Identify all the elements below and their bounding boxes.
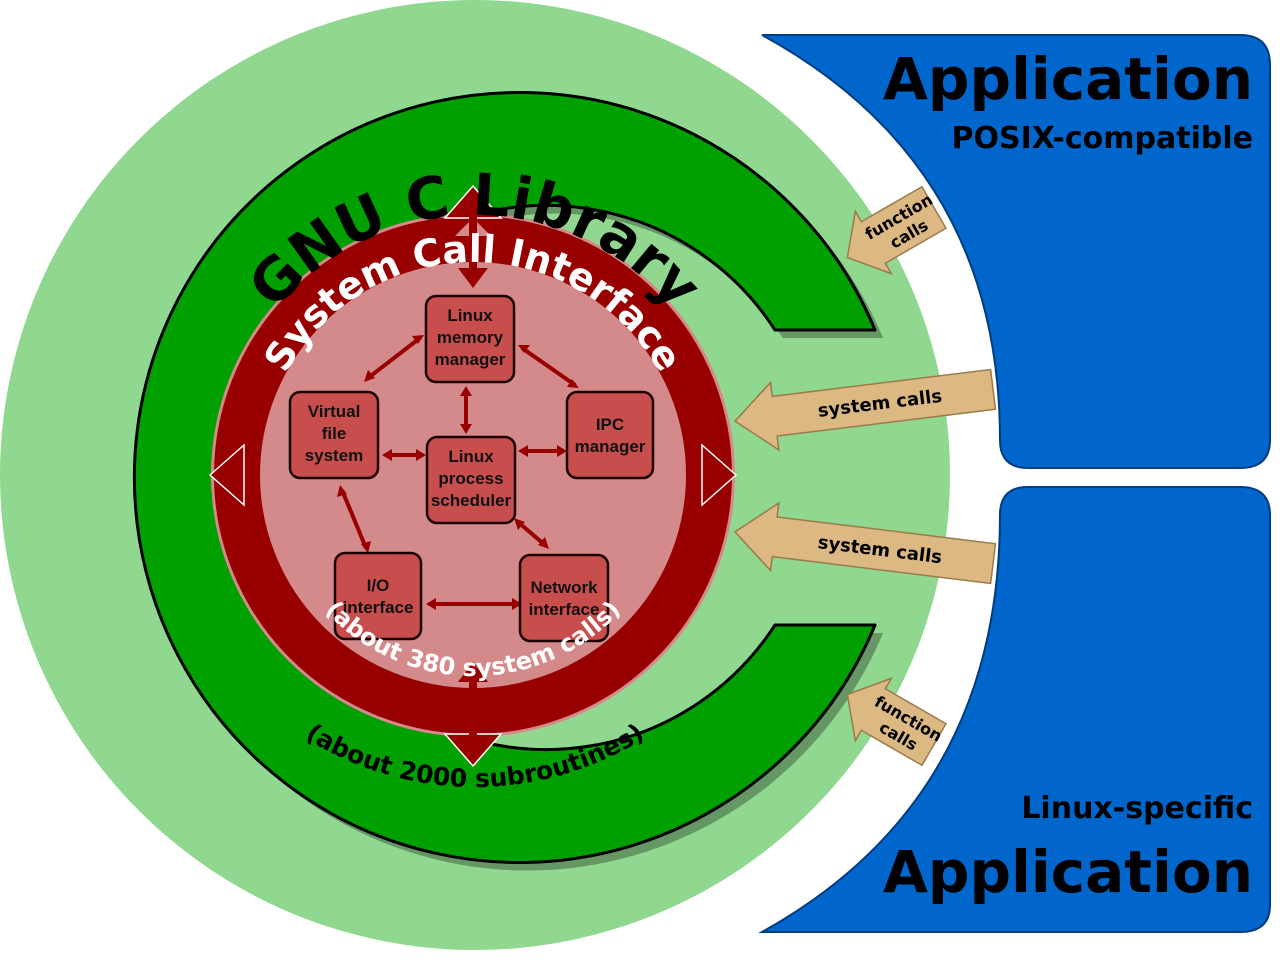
io-line-2: interface	[343, 598, 414, 617]
network-interface-box	[518, 553, 610, 643]
posix-application-title: Application	[883, 45, 1253, 113]
network-line-2: interface	[529, 600, 600, 619]
sci-inner-arrowheads	[458, 268, 488, 682]
system-calls-arrow-bottom: system calls	[733, 501, 997, 585]
io-line-1: I/O	[367, 576, 390, 595]
function-calls-arrow-bottom: function calls	[846, 676, 947, 767]
vfs-line-3: system	[305, 446, 364, 465]
linux-application-title: Application	[883, 838, 1253, 906]
scheduler-line-1: Linux	[448, 447, 494, 466]
vfs-line-2: file	[322, 424, 347, 443]
function-calls-arrow-top: function calls	[846, 185, 947, 276]
memory-line-3: manager	[435, 350, 506, 369]
linux-application-subtitle: Linux-specific	[1021, 791, 1253, 826]
ipc-line-2: manager	[575, 437, 646, 456]
vfs-box	[288, 390, 380, 480]
memory-manager-box	[424, 294, 516, 384]
scheduler-line-3: scheduler	[431, 491, 512, 510]
memory-line-1: Linux	[447, 306, 493, 325]
vfs-line-1: Virtual	[308, 402, 361, 421]
io-interface-box	[333, 551, 423, 641]
scheduler-line-2: process	[438, 469, 503, 488]
ipc-manager-box	[565, 390, 655, 480]
kernel-connection-heads	[337, 335, 579, 610]
scheduler-box	[425, 435, 517, 525]
system-calls-arrow-top: system calls	[733, 368, 997, 452]
linux-application-block	[758, 486, 1271, 933]
posix-application-block	[761, 34, 1271, 469]
kernel-connections	[340, 336, 577, 606]
memory-line-2: memory	[437, 328, 504, 347]
network-line-1: Network	[530, 578, 598, 597]
posix-application-subtitle: POSIX-compatible	[952, 121, 1254, 156]
ipc-line-1: IPC	[596, 415, 624, 434]
